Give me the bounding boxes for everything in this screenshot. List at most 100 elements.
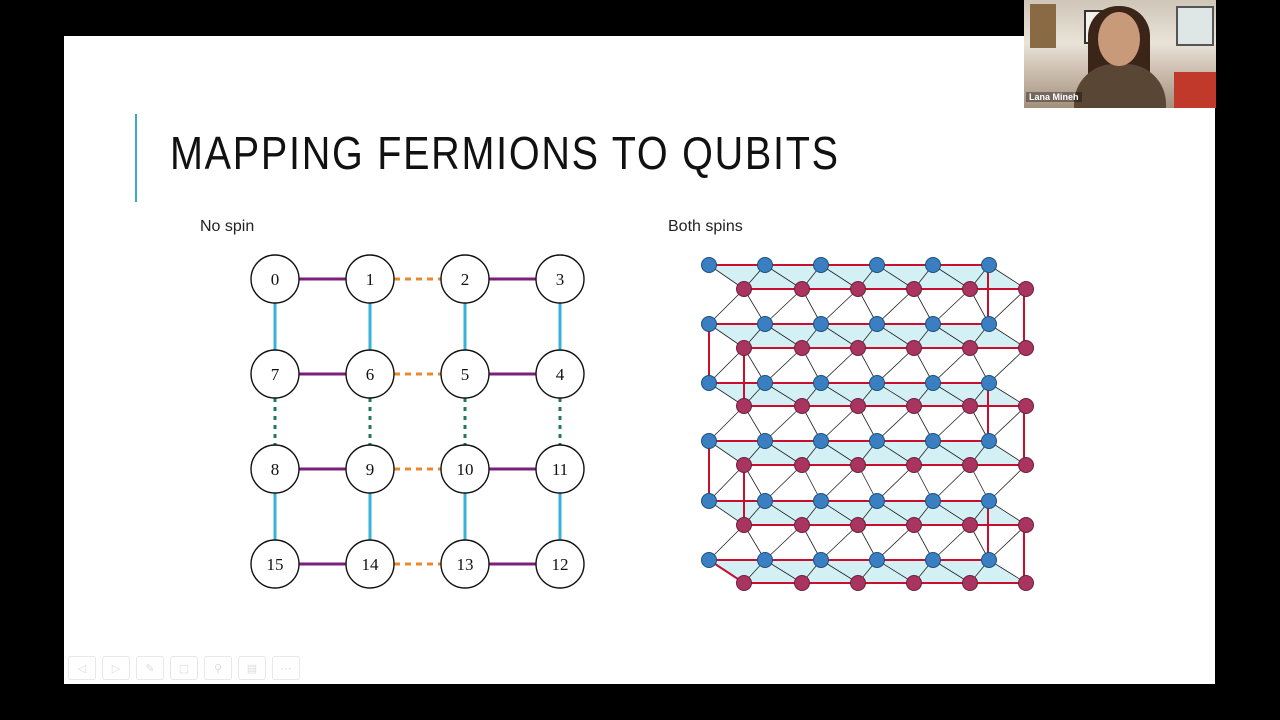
spin-down-node	[794, 457, 810, 473]
slide-controls: ◁ ▷ ✎ ▢ ⚲ ▤ ⋯	[68, 656, 300, 680]
node-label: 2	[461, 270, 470, 289]
lattice-node	[250, 539, 300, 589]
presenter-head	[1098, 12, 1140, 66]
title-accent-bar	[135, 114, 137, 202]
label-no-spin: No spin	[200, 218, 255, 235]
thin-edge	[708, 347, 745, 384]
spin-up-node	[925, 375, 941, 391]
spin-down-node	[962, 517, 978, 533]
thin-edge	[764, 464, 803, 502]
thin-edge	[764, 347, 803, 384]
lattice-node	[440, 254, 490, 304]
label-both-spins: Both spins	[668, 218, 743, 235]
thin-edge	[820, 288, 859, 325]
spin-up-node	[757, 257, 773, 273]
thin-edge	[820, 464, 859, 502]
spin-up-node	[701, 257, 717, 273]
slide: MAPPING FERMIONS TO QUBITS No spin Both …	[64, 36, 1215, 684]
slide-title: MAPPING FERMIONS TO QUBITS	[170, 127, 840, 179]
thin-edge	[932, 347, 971, 384]
spin-down-node	[1018, 517, 1034, 533]
pen-icon[interactable]: ✎	[136, 656, 164, 680]
spin-down-node	[1018, 281, 1034, 297]
node-label: 8	[271, 460, 280, 479]
node-label: 0	[271, 270, 280, 289]
slides-icon[interactable]: ▢	[170, 656, 198, 680]
spin-up-node	[925, 316, 941, 332]
spin-up-node	[813, 257, 829, 273]
spin-up-node	[813, 433, 829, 449]
spin-up-node	[701, 493, 717, 509]
thin-edge	[932, 464, 971, 502]
lattice-node	[440, 444, 490, 494]
thin-edge	[708, 405, 745, 442]
spin-down-node	[962, 340, 978, 356]
thin-edge	[764, 524, 803, 561]
spin-up-node	[813, 375, 829, 391]
presenter-name: Lana Mineh	[1026, 92, 1082, 102]
bookshelf-shape	[1030, 4, 1056, 48]
lattice-node	[345, 539, 395, 589]
lattice-node	[535, 539, 585, 589]
lattice-band	[709, 560, 1024, 583]
spin-down-node	[962, 575, 978, 591]
spin-down-node	[906, 281, 922, 297]
thin-edge	[708, 288, 745, 325]
thin-edge	[988, 288, 1027, 325]
spin-down-node	[906, 457, 922, 473]
spin-down-node	[850, 575, 866, 591]
spin-up-node	[869, 257, 885, 273]
node-label: 15	[267, 555, 284, 574]
node-label: 4	[556, 365, 565, 384]
spin-up-node	[701, 316, 717, 332]
thin-edge	[876, 347, 915, 384]
node-label: 1	[366, 270, 375, 289]
spin-up-node	[701, 433, 717, 449]
subtitles-icon[interactable]: ▤	[238, 656, 266, 680]
thin-edge	[820, 347, 859, 384]
spin-down-node	[1018, 457, 1034, 473]
lattice-band	[709, 324, 1024, 348]
lattice-band	[709, 265, 1024, 289]
thin-edge	[988, 405, 1027, 442]
node-label: 5	[461, 365, 470, 384]
wall-frame	[1176, 6, 1214, 46]
node-label: 6	[366, 365, 375, 384]
lattice-node	[345, 254, 395, 304]
thin-edge	[988, 524, 1027, 561]
lattice-band	[709, 441, 1024, 465]
spin-up-node	[981, 316, 997, 332]
next-slide-icon[interactable]: ▷	[102, 656, 130, 680]
lattice-node	[440, 349, 490, 399]
spin-down-node	[906, 340, 922, 356]
spin-up-node	[925, 552, 941, 568]
sofa-shape	[1174, 72, 1216, 108]
node-label: 7	[271, 365, 280, 384]
spin-up-node	[869, 316, 885, 332]
node-label: 13	[457, 555, 474, 574]
spin-up-node	[981, 257, 997, 273]
thin-edge	[932, 524, 971, 561]
thin-edge	[988, 464, 1027, 502]
spin-up-node	[981, 375, 997, 391]
thin-edge	[988, 347, 1027, 384]
spin-down-node	[1018, 398, 1034, 414]
lattice-node	[535, 254, 585, 304]
zoom-icon[interactable]: ⚲	[204, 656, 232, 680]
lattice-node	[345, 349, 395, 399]
spin-up-node	[869, 493, 885, 509]
spin-up-node	[981, 433, 997, 449]
thin-edge	[876, 405, 915, 442]
spin-down-node	[794, 340, 810, 356]
spin-down-node	[850, 517, 866, 533]
spin-down-node	[962, 398, 978, 414]
lattice-node	[250, 444, 300, 494]
prev-slide-icon[interactable]: ◁	[68, 656, 96, 680]
spin-down-node	[736, 398, 752, 414]
webcam-thumbnail[interactable]: Lana Mineh	[1024, 0, 1216, 108]
spin-down-node	[736, 340, 752, 356]
lattice-node	[535, 444, 585, 494]
more-options-icon[interactable]: ⋯	[272, 656, 300, 680]
thin-edge	[764, 288, 803, 325]
